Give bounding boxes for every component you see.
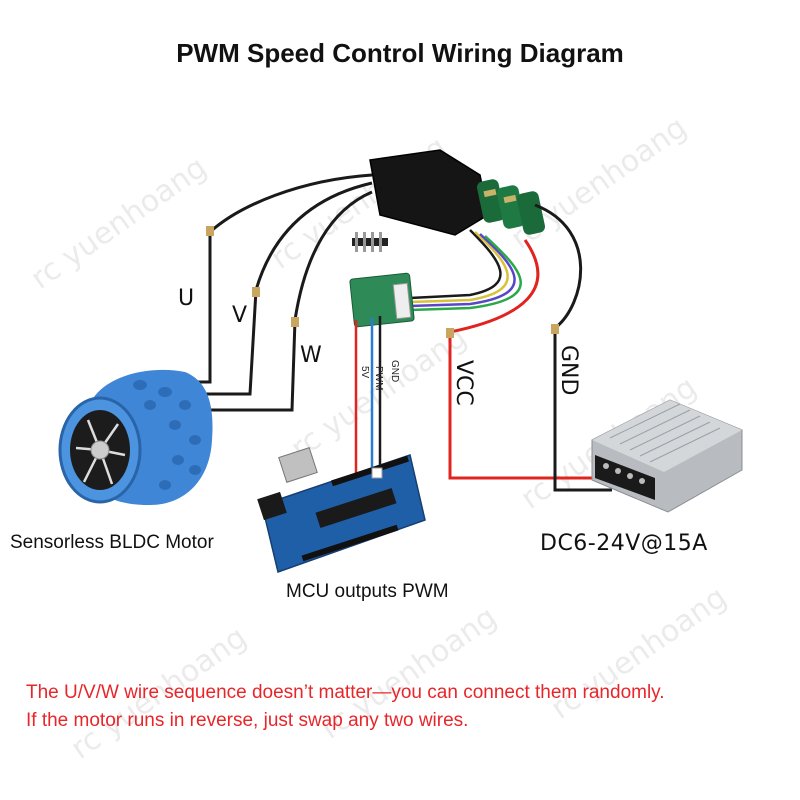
- esc-controller: [369, 149, 546, 236]
- motor-caption: Sensorless BLDC Motor: [10, 532, 214, 553]
- watermark: rc yuenhoang: [25, 150, 214, 297]
- wire-tip: [446, 328, 454, 338]
- usb-port: [278, 447, 318, 483]
- wire-label-vcc: VCC: [451, 360, 476, 406]
- motor-wires: [196, 173, 373, 412]
- power-jack: [257, 491, 287, 521]
- pin-header: [352, 232, 388, 252]
- wire-tip: [206, 226, 214, 236]
- psu-caption: DC6-24V@15A: [540, 531, 708, 556]
- note-line-1: The U/V/W wire sequence doesn’t matter—y…: [26, 682, 665, 703]
- mcu-caption: MCU outputs PWM: [286, 581, 449, 602]
- wire-tip: [252, 287, 260, 297]
- wire-tip: [551, 324, 559, 334]
- pin-label-5v: 5V: [359, 366, 370, 379]
- wire-label-v: V: [232, 303, 247, 328]
- page-title: PWM Speed Control Wiring Diagram: [176, 38, 624, 68]
- pin-label-gnd: GND: [389, 360, 400, 382]
- wire-label-gnd: GND: [556, 345, 581, 395]
- wire-tips: [206, 226, 299, 327]
- pin-label-pwm: PWM: [373, 366, 384, 390]
- mcu-chip: [315, 488, 397, 528]
- power-supply: [591, 399, 743, 513]
- wire-label-u: U: [178, 286, 194, 311]
- adapter-board: [349, 272, 415, 328]
- mcu-board: [257, 447, 426, 573]
- wire-tip: [291, 317, 299, 327]
- bldc-motor: [58, 369, 213, 505]
- note-line-2: If the motor runs in reverse, just swap …: [26, 710, 468, 731]
- capacitor: [516, 191, 546, 235]
- watermark: rc yuenhoang: [505, 110, 694, 257]
- signal-ribbon: [409, 229, 522, 312]
- wire-label-w: W: [300, 343, 322, 368]
- watermark: rc yuenhoang: [545, 580, 734, 727]
- terminal-block: [595, 455, 655, 500]
